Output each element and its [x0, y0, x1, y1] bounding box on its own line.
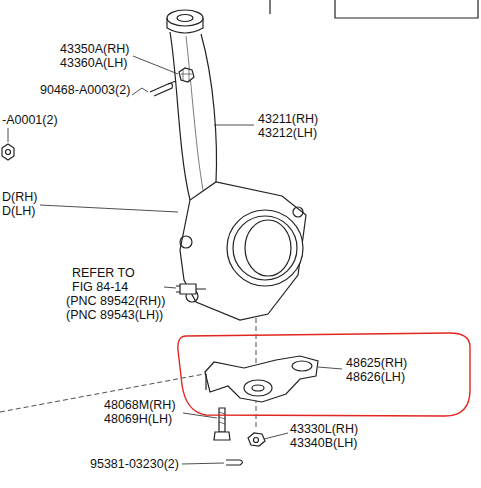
- callout-number: -A0001(2): [2, 113, 58, 127]
- callout-number: 48069H(LH): [104, 412, 172, 426]
- callout-number: 90468-A0003(2): [40, 83, 130, 97]
- callout-number: D(LH): [2, 204, 35, 218]
- callout-number: FIG 84-14: [72, 280, 128, 294]
- callout-number: (PNC 89543(LH)): [66, 308, 163, 322]
- callout-number: 43330L(RH): [290, 422, 358, 436]
- callout-number: 95381-03230(2): [90, 457, 179, 471]
- callout-number: 48068M(RH): [104, 398, 176, 412]
- callout-number: (PNC 89542(RH)): [66, 294, 165, 308]
- callout-number: 43340B(LH): [290, 436, 357, 450]
- callout-number: 48626(LH): [346, 370, 405, 384]
- callout-number: D(RH): [2, 190, 37, 204]
- callout-number: 43212(LH): [258, 126, 317, 140]
- callout-number: 43211(RH): [258, 112, 318, 126]
- callout-number: REFER TO: [72, 266, 135, 280]
- callout-number: 43360A(LH): [60, 56, 127, 70]
- callout-number: 43350A(RH): [60, 42, 129, 56]
- callout-number: 48625(RH): [346, 356, 407, 370]
